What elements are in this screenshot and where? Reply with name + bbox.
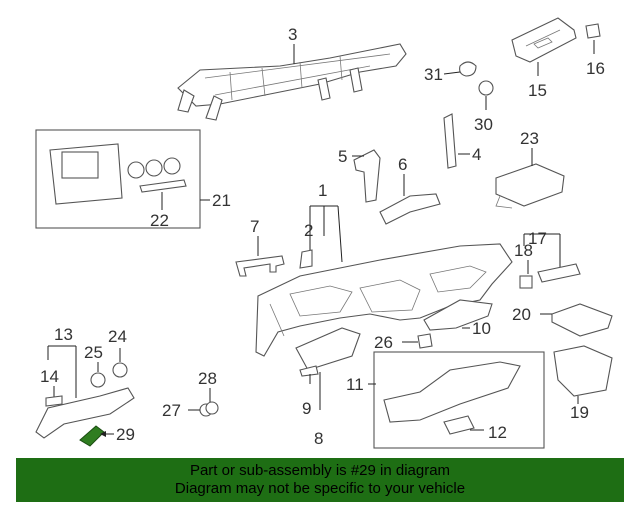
callout-4: 4	[472, 145, 481, 164]
callout-5: 5	[338, 147, 347, 166]
callout-18: 18	[514, 241, 533, 260]
callout-15: 15	[528, 81, 547, 100]
part-5-bracket	[353, 149, 381, 203]
part-29-highlighted[interactable]	[79, 425, 105, 447]
part-6-duct	[379, 193, 441, 225]
part-16-clip	[585, 23, 601, 39]
part-9-clip	[299, 365, 319, 377]
part-20-bracket	[551, 303, 613, 337]
callout-1: 1	[318, 181, 327, 200]
leader-1	[309, 205, 343, 263]
leader-8-9	[309, 372, 321, 410]
callout-2: 2	[304, 221, 313, 240]
part-14-clip	[45, 395, 63, 407]
part-24-knob	[112, 362, 128, 378]
callout-26: 26	[374, 333, 393, 352]
callout-22: 22	[150, 211, 169, 230]
callout-14: 14	[40, 367, 59, 386]
arrowhead-29	[100, 431, 106, 437]
part-28-knob	[205, 401, 219, 415]
banner-line-1: Part or sub-assembly is #29 in diagram	[189, 462, 451, 479]
callout-28: 28	[198, 369, 217, 388]
callout-20: 20	[512, 305, 531, 324]
callout-23: 23	[520, 129, 539, 148]
leader-24-25	[97, 348, 121, 372]
callout-21: 21	[212, 191, 231, 210]
callout-6: 6	[398, 155, 407, 174]
leader-13	[47, 345, 77, 398]
part-4-bracket	[443, 113, 457, 169]
part-3-instrument-panel-reinforcement	[177, 43, 407, 121]
info-banner: Part or sub-assembly is #29 in diagram D…	[16, 458, 624, 502]
part-10-duct	[423, 299, 493, 331]
callout-9: 9	[302, 399, 311, 418]
callout-10: 10	[472, 319, 491, 338]
callout-3: 3	[288, 25, 297, 44]
leader-17	[523, 233, 561, 268]
part-18-switch	[519, 275, 533, 289]
callout-27: 27	[162, 401, 181, 420]
leader-31	[443, 71, 461, 75]
callout-31: 31	[424, 65, 443, 84]
part-2-bracket	[299, 249, 313, 269]
callout-17: 17	[528, 229, 547, 248]
part-13-lower-panel	[35, 387, 135, 439]
callout-11: 11	[346, 375, 364, 394]
part-31-switch	[459, 61, 477, 77]
parts-diagram: 3 16 15 31 30 4 5 6 23 1 21 22 7 2 17 18…	[35, 17, 613, 449]
part-26-clip	[417, 333, 433, 349]
part-23-airbag	[495, 163, 565, 209]
part-17-trim	[537, 263, 581, 283]
callout-13: 13	[54, 325, 73, 344]
callout-30: 30	[474, 115, 493, 134]
part-30-knob	[478, 80, 494, 96]
part-15-glove-box-door	[511, 17, 577, 63]
callout-25: 25	[84, 343, 103, 362]
callout-19: 19	[570, 403, 589, 422]
part-1-instrument-panel	[255, 243, 513, 357]
part-11-lower-panel-assembly	[373, 351, 545, 449]
banner-line-2: Diagram may not be specific to your vehi…	[174, 480, 466, 497]
callout-8: 8	[314, 429, 323, 448]
part-19-tray	[553, 345, 613, 397]
callout-16: 16	[586, 59, 605, 78]
callout-12: 12	[488, 423, 507, 442]
leader-27-28	[188, 388, 211, 411]
part-7-brace	[235, 255, 285, 277]
part-25-knob	[90, 372, 106, 388]
callout-29: 29	[116, 425, 135, 444]
part-21-combination-meter	[35, 129, 201, 229]
callout-24: 24	[108, 327, 127, 346]
callout-7: 7	[250, 217, 259, 236]
part-8-cluster-finish-panel	[295, 327, 361, 371]
